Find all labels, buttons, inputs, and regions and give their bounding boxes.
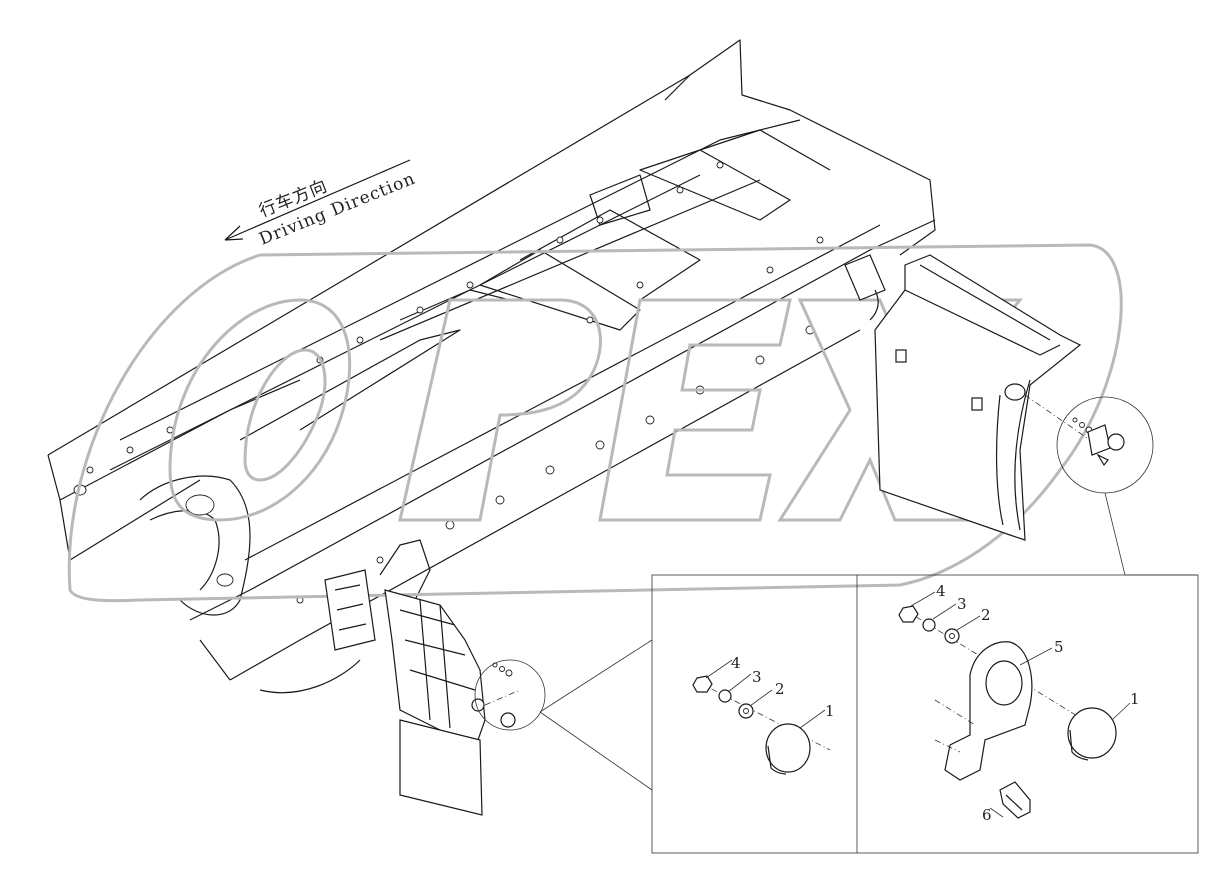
left-mudguard [324, 569, 653, 816]
driving-direction-arrow [224, 159, 411, 241]
callout-right-3: 3 [957, 595, 967, 613]
callout-right-6: 6 [982, 806, 992, 824]
callout-left-1: 1 [825, 702, 835, 720]
callout-right-5: 5 [1054, 638, 1064, 656]
callout-left-2: 2 [775, 680, 785, 698]
chassis-frame [47, 39, 936, 694]
callout-right-4: 4 [936, 582, 946, 600]
detail-panels [651, 574, 1199, 854]
callout-right-2: 2 [981, 606, 991, 624]
detail-right [898, 591, 1131, 819]
detail-left [692, 659, 831, 775]
callout-left-3: 3 [752, 668, 762, 686]
callout-left-4: 4 [731, 654, 741, 672]
right-mudguard [844, 254, 1198, 576]
watermark-logo [67, 243, 1123, 603]
callout-right-1: 1 [1130, 690, 1140, 708]
